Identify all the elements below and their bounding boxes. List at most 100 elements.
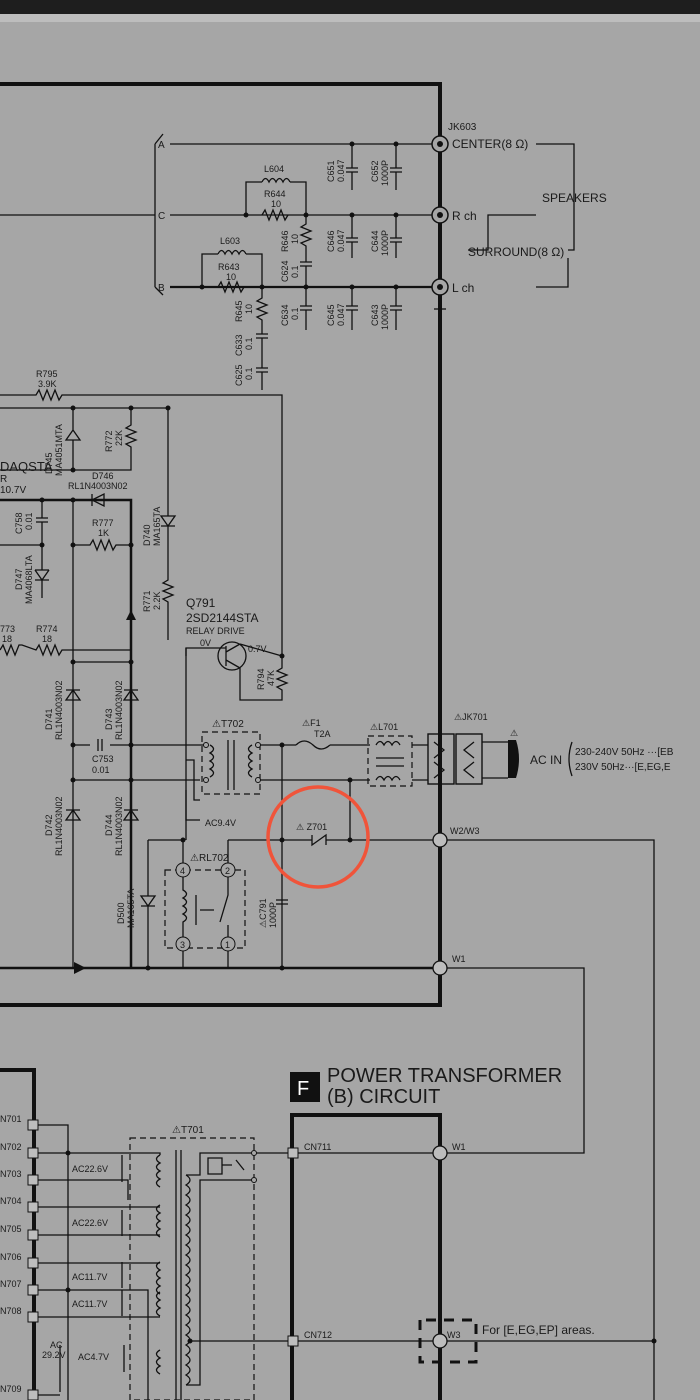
r773-label: 773 [0,624,15,634]
q791-collector-voltage: 0.7V [248,644,267,654]
d740-label: D740 [142,524,152,546]
jk603-label: JK603 [448,122,477,133]
c645-value: 0.047 [336,303,346,326]
d744-label: D744 [104,814,114,836]
r794-value: 47K [266,670,276,686]
d741-value: RL1N4003N02 [54,680,64,740]
c634-value: 0.1 [290,307,300,320]
r795-label: R795 [36,369,58,379]
rl702-label: ⚠RL702 [190,853,229,864]
power-transformer-section: F POWER TRANSFORMER (B) CIRCUIT W1 CN711… [0,1065,657,1400]
ac47-label: AC4.7V [78,1352,109,1362]
d741-label: D741 [44,708,54,730]
d500-label: D500 [116,902,126,924]
bus-b-label: B [158,283,165,294]
r645-label: R645 [234,300,244,322]
jk701-label: ⚠JK701 [454,712,488,722]
c625-value: 0.1 [244,367,254,380]
q791-base-voltage: 0V [200,638,211,648]
cn703-label: N703 [0,1169,22,1179]
c643-value: 1000P [380,304,390,330]
ac292-label: 29.2V [42,1350,66,1360]
top-light-strip [0,14,700,22]
d500-value: MA165TA [126,889,136,928]
r774-label: R774 [36,624,58,634]
rch-label: R ch [452,209,477,223]
t701-label: ⚠T701 [172,1125,204,1136]
protection-section: R795 3.9K D745 MA4051MTA R772 22K DAQSTA… [0,369,674,1400]
d747-label: D747 [14,568,24,590]
d742-value: RL1N4003N02 [54,796,64,856]
jk701-warning: ⚠ [510,728,518,738]
section-title-line2: (B) CIRCUIT [327,1086,440,1108]
r646-value: 10 [290,234,300,244]
bus-a-label: A [158,140,165,151]
cn712-label: CN712 [304,1330,332,1340]
ac117b-label: AC11.7V [72,1299,107,1309]
c624-label: C624 [280,260,290,282]
c643-label: C643 [370,304,380,326]
rl702-pin1: 1 [225,940,230,950]
d745-label: D745 [44,452,54,474]
r771-value: 2.2K [152,591,162,610]
r643-value: 10 [226,272,236,282]
ac117a-label: AC11.7V [72,1272,107,1282]
d743-label: D743 [104,708,114,730]
lch-label: L ch [452,281,474,295]
c624-value: 0.1 [290,265,300,278]
cn704-label: N704 [0,1196,22,1206]
r772-label: R772 [104,430,114,452]
d747-value: MA4068LTA [24,555,34,604]
l603-label: L603 [220,236,240,246]
c633-label: C633 [234,334,244,356]
c644-label: C644 [370,230,380,252]
vr-label: R [0,474,7,485]
w1-label-top: W1 [452,954,466,964]
c652-value: 1000P [380,160,390,186]
ac226a-label: AC22.6V [72,1164,108,1174]
surround-label: SURROUND(8 Ω) [468,245,564,259]
cn711-label: CN711 [304,1142,331,1152]
v107-label: 10.7V [0,485,26,496]
q791-function: RELAY DRIVE [186,626,245,636]
r777-label: R777 [92,518,114,528]
d742-label: D742 [44,814,54,836]
c634-label: C634 [280,304,290,326]
d743-value: RL1N4003N02 [114,680,124,740]
d740-value: MA165TA [152,507,162,546]
rl702-pin2: 2 [225,866,230,876]
cn707-label: N707 [0,1279,22,1289]
ac-in-label: AC IN [530,753,562,767]
c646-label: C646 [326,230,336,252]
c645-label: C645 [326,304,336,326]
section-letter: F [297,1078,309,1100]
cn701-label: N701 [0,1114,22,1124]
rl702-pin3: 3 [180,940,185,950]
c758-label: C758 [14,512,24,534]
c651-value: 0.047 [336,159,346,182]
c646-value: 0.047 [336,229,346,252]
c652-label: C652 [370,160,380,182]
ac-spec-2: 230V 50Hz···[E,EG,E [575,762,671,773]
cn709-label: N709 [0,1384,22,1394]
aqsta-label: DAQSTA [0,459,53,474]
r771-label: R771 [142,590,152,612]
d745-value: MA4051MTA [54,424,64,476]
speaker-section: A C B L604 R644 10 L603 R643 10 C651 0.0… [0,122,607,390]
cn705-label: N705 [0,1224,22,1234]
section-title-line1: POWER TRANSFORMER [327,1065,562,1087]
c651-label: C651 [326,160,336,182]
jk603-jacks [431,135,449,310]
r777-value: 1K [98,528,109,538]
w1-label-bottom: W1 [452,1142,466,1152]
cn708-label: N708 [0,1306,22,1316]
cn706-label: N706 [0,1252,22,1262]
section-letter-box [290,1072,320,1102]
rl702-pin4: 4 [180,866,185,876]
r644-label: R644 [264,189,286,199]
r795-value: 3.9K [38,379,57,389]
c753-label: C753 [92,754,114,764]
r646-label: R646 [280,230,290,252]
z701-highlight-circle [266,785,370,889]
